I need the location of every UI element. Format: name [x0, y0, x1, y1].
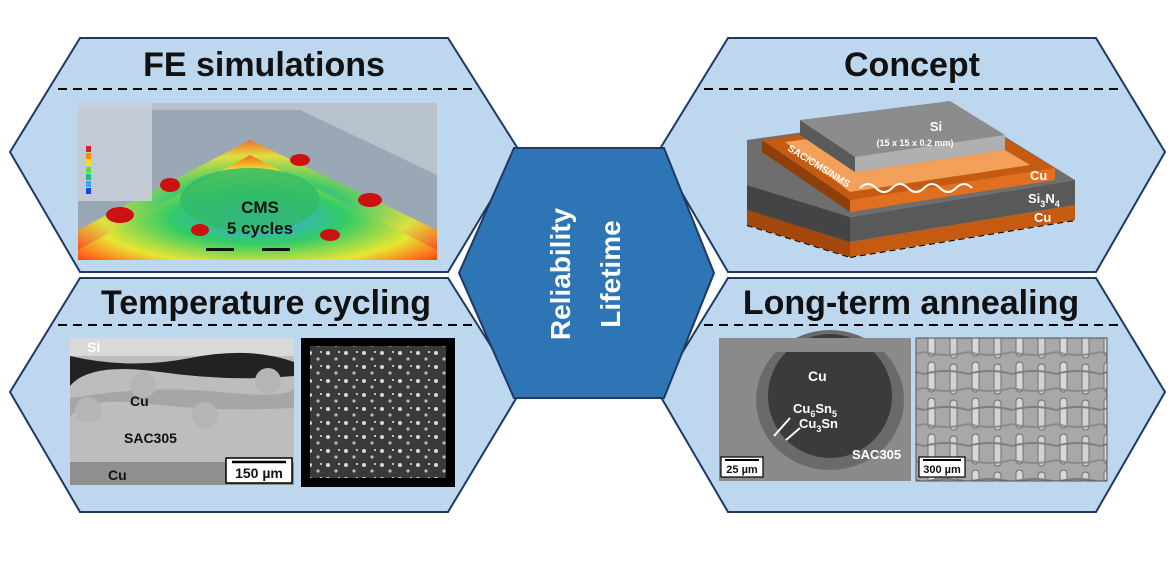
tc-si-label: Si: [87, 339, 100, 355]
concept-si3n4: Si3N4: [1028, 191, 1060, 209]
center-lifetime-label: Lifetime: [595, 220, 626, 327]
lta-cu3sn-label: Cu3Sn: [799, 416, 838, 434]
concept-cu-bottom: Cu: [1034, 210, 1051, 225]
long-term-annealing-title: Long-term annealing: [742, 284, 1080, 322]
tc-cu-mid-label: Cu: [130, 393, 149, 409]
concept-cu-top: Cu: [1030, 168, 1047, 183]
lta-sac-label: SAC305: [852, 447, 901, 462]
temperature-cycling-panel: Si Cu SAC305 Cu 150 µm: [8, 277, 522, 513]
xray-micrograph: [301, 338, 455, 487]
cross-section-micrograph: [70, 338, 294, 485]
tc-scale-bar-label: 150 µm: [235, 465, 283, 481]
lta-scale-bar-2: 300 µm: [923, 464, 961, 476]
fe-overlay-line2: 5 cycles: [227, 219, 293, 238]
concept-si-dims: (15 x 15 x 0.2 mm): [876, 138, 953, 148]
layer-stack-illustration: [746, 101, 1076, 258]
concept-title: Concept: [844, 46, 980, 84]
center-hexagon: Reliability Lifetime: [457, 147, 716, 399]
fe-simulations-panel: CMS 5 cycles: [8, 37, 522, 273]
ball-cross-section-micrograph: [719, 330, 911, 481]
center-reliability-label: Reliability: [545, 207, 576, 340]
lta-cu-label: Cu: [808, 368, 827, 384]
fe-simulation-image: [78, 103, 437, 260]
tc-sac-label: SAC305: [124, 430, 177, 446]
lta-cu6sn5-label: Cu6Sn5: [793, 401, 837, 419]
fe-overlay-line1: CMS: [241, 198, 279, 217]
fe-simulations-title: FE simulations: [143, 46, 385, 84]
surface-weave-micrograph: [915, 337, 1108, 482]
tc-cu-bot-label: Cu: [108, 467, 127, 483]
temperature-cycling-title: Temperature cycling: [100, 284, 432, 322]
long-term-annealing-panel: Cu Cu6Sn5 Cu3Sn SAC305 25 µm 300 µm: [656, 277, 1167, 513]
concept-panel: Si (15 x 15 x 0.2 mm) SAC/CMS/NMS Cu Si3…: [656, 37, 1167, 273]
concept-si-label: Si: [930, 119, 942, 134]
lta-scale-bar-1: 25 µm: [726, 464, 758, 476]
